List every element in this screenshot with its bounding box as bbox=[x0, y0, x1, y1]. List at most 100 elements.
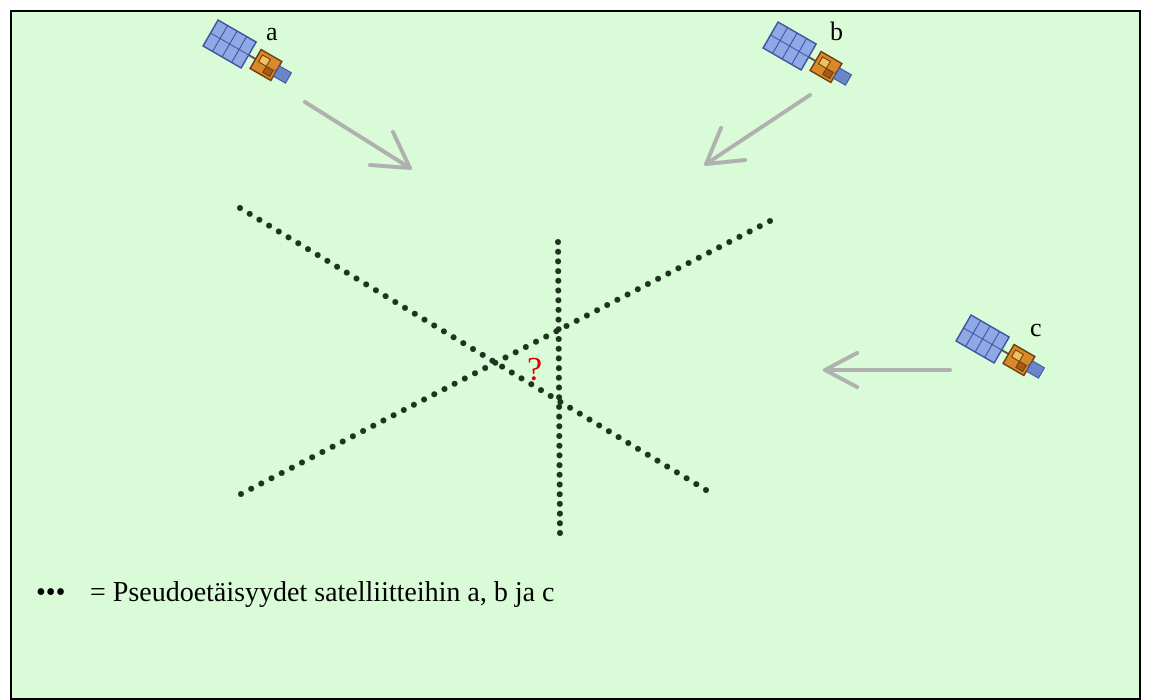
dot bbox=[370, 422, 377, 429]
dot bbox=[461, 375, 468, 382]
pseudorange-line-b bbox=[238, 218, 773, 497]
dot bbox=[502, 354, 509, 361]
dot bbox=[258, 480, 265, 487]
satellite-b: b bbox=[762, 17, 857, 94]
diagram-frame bbox=[10, 10, 1141, 700]
dot bbox=[683, 475, 690, 482]
dot bbox=[528, 381, 535, 388]
dot bbox=[508, 369, 515, 376]
dot bbox=[479, 351, 486, 358]
legend-dots-symbol: ••• bbox=[36, 577, 65, 608]
dot bbox=[556, 433, 563, 439]
dot bbox=[767, 218, 773, 224]
dot bbox=[522, 344, 529, 350]
dot bbox=[555, 374, 562, 381]
dot bbox=[238, 491, 244, 497]
dot bbox=[555, 336, 562, 342]
dot bbox=[319, 449, 326, 455]
dot bbox=[675, 265, 682, 272]
dot bbox=[256, 216, 263, 223]
dot bbox=[693, 481, 700, 488]
satellite-a-label: a bbox=[266, 17, 278, 46]
dot bbox=[555, 365, 562, 372]
dot bbox=[372, 287, 379, 294]
pseudorange-lines bbox=[237, 205, 773, 536]
dot bbox=[278, 470, 285, 476]
dot bbox=[614, 296, 621, 303]
dot bbox=[431, 391, 438, 398]
dot bbox=[555, 355, 562, 362]
dot bbox=[556, 384, 562, 391]
dot bbox=[583, 312, 590, 319]
dot bbox=[726, 239, 733, 245]
dot bbox=[605, 428, 612, 435]
dot bbox=[555, 258, 562, 265]
dot bbox=[380, 417, 387, 424]
dot bbox=[555, 316, 562, 323]
dot bbox=[349, 433, 356, 440]
dot bbox=[703, 487, 709, 493]
dot bbox=[295, 240, 302, 247]
dot bbox=[556, 471, 563, 478]
dot bbox=[557, 530, 563, 536]
dot bbox=[339, 438, 346, 445]
arrow-from-satellite-c bbox=[823, 351, 952, 389]
dot bbox=[392, 299, 399, 305]
satellite-c: c bbox=[955, 313, 1050, 387]
dot bbox=[586, 416, 593, 423]
dot bbox=[538, 387, 544, 394]
dot bbox=[556, 491, 563, 498]
dot bbox=[736, 233, 743, 240]
dot bbox=[400, 407, 407, 413]
dot bbox=[673, 469, 680, 476]
dot bbox=[309, 454, 316, 461]
dot bbox=[353, 275, 360, 282]
dot bbox=[556, 442, 563, 449]
dot bbox=[556, 510, 563, 517]
dot bbox=[665, 270, 672, 277]
dot bbox=[360, 428, 367, 434]
dot bbox=[563, 323, 570, 329]
dot bbox=[615, 434, 622, 441]
dot bbox=[644, 451, 651, 458]
satellite-a-icon bbox=[202, 19, 297, 92]
satellite-b-label: b bbox=[830, 17, 843, 46]
dot bbox=[596, 422, 603, 429]
dot bbox=[624, 291, 631, 298]
dot bbox=[555, 268, 562, 275]
dot bbox=[266, 222, 273, 229]
dot bbox=[635, 445, 641, 452]
dot bbox=[248, 485, 255, 492]
dot bbox=[472, 370, 478, 377]
gps-pseudorange-diagram: a b c ? ••• = Pseudoetäisyydet satelliit… bbox=[36, 17, 1050, 608]
dot bbox=[556, 520, 563, 527]
dot bbox=[604, 302, 611, 308]
dot bbox=[716, 244, 723, 251]
dot bbox=[557, 398, 564, 405]
dot bbox=[685, 260, 692, 266]
dot bbox=[518, 375, 525, 382]
dot bbox=[555, 277, 562, 284]
dot bbox=[634, 286, 641, 293]
dot bbox=[555, 297, 562, 304]
dot bbox=[314, 252, 321, 258]
dot bbox=[556, 500, 563, 507]
dot bbox=[533, 338, 539, 345]
dot bbox=[756, 223, 763, 230]
dot bbox=[644, 281, 651, 287]
dot bbox=[664, 463, 671, 470]
dot bbox=[576, 410, 583, 417]
dot bbox=[556, 394, 563, 401]
dot bbox=[555, 287, 562, 294]
dot bbox=[625, 440, 632, 446]
dot bbox=[390, 412, 397, 419]
dot bbox=[324, 257, 331, 264]
satellite-a: a bbox=[202, 17, 297, 92]
dot bbox=[556, 481, 563, 488]
dot bbox=[410, 401, 417, 408]
dot bbox=[288, 464, 295, 471]
dot bbox=[268, 475, 275, 482]
dot bbox=[431, 322, 438, 329]
pseudorange-line-c bbox=[555, 239, 563, 536]
dot bbox=[440, 328, 447, 335]
